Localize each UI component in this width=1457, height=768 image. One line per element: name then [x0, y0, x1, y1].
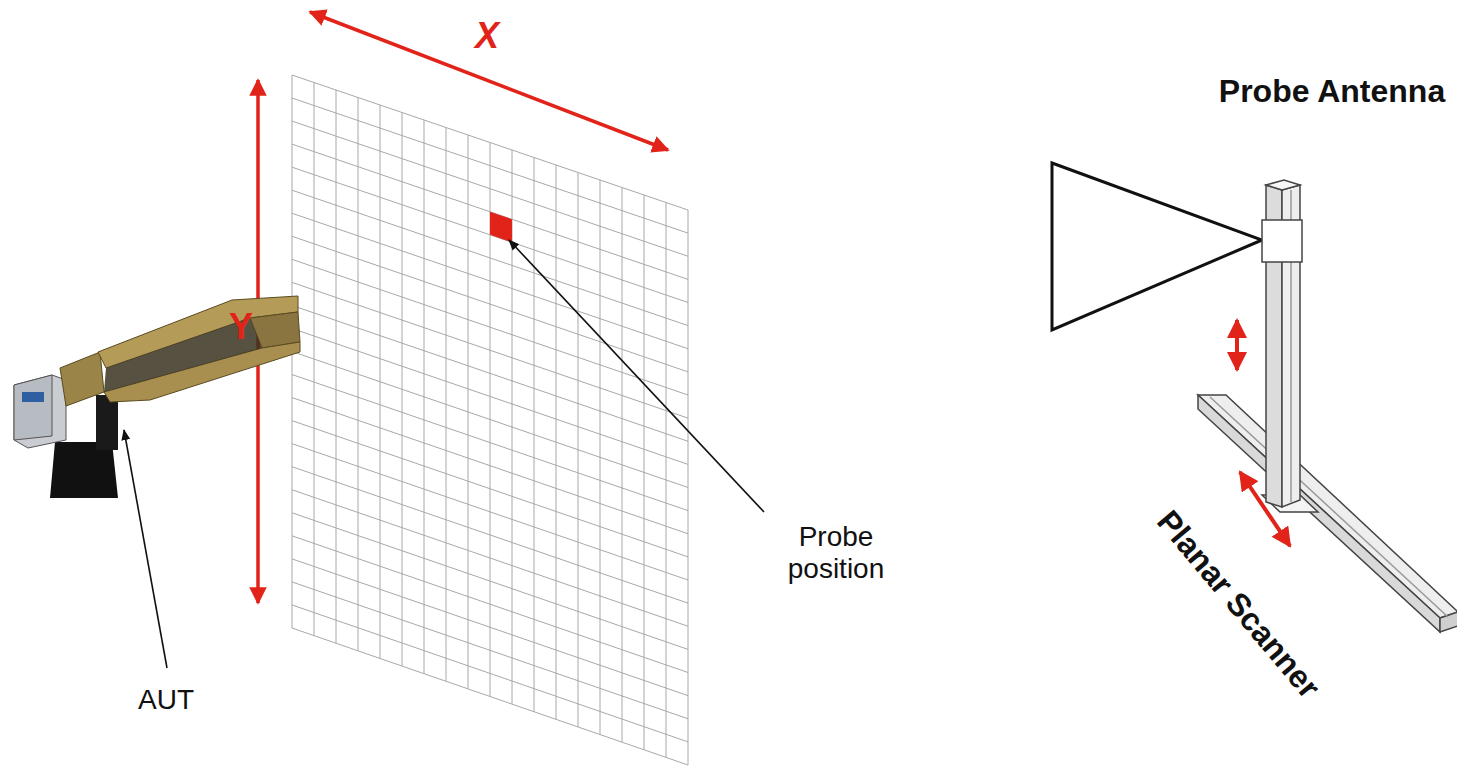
- aut-label: AUT: [138, 684, 194, 716]
- probe-position-marker: [490, 212, 512, 243]
- grid-line: [292, 259, 688, 395]
- grid-line: [292, 582, 688, 719]
- probe-antenna-label: Probe Antenna: [1219, 73, 1445, 110]
- probe-antenna-symbol: [1052, 163, 1262, 330]
- x-dimension-arrow: [310, 12, 668, 150]
- grid-line: [292, 513, 688, 650]
- x-dimension-label: X: [475, 15, 499, 56]
- grid-line: [292, 167, 688, 302]
- grid-line: [292, 75, 688, 210]
- grid-line: [292, 605, 688, 742]
- grid-line: [292, 559, 688, 696]
- planar-scanner-label: Planar Scanner: [1149, 503, 1327, 705]
- grid-line: [292, 444, 688, 580]
- grid-line: [292, 328, 688, 464]
- grid-line: [292, 398, 688, 534]
- vertical-motion-arrow: [1235, 320, 1239, 370]
- measurement-grid: [292, 75, 688, 765]
- grid-line: [292, 352, 688, 488]
- grid-line: [292, 467, 688, 603]
- grid-line: [292, 375, 688, 511]
- grid-line: [292, 190, 688, 325]
- probe-position-leader-line: [509, 240, 764, 512]
- probe-position-label: Probe position: [769, 521, 904, 585]
- y-dimension-label: Y: [229, 306, 253, 347]
- aut-leader-line: [124, 430, 167, 668]
- grid-line: [292, 421, 688, 557]
- grid-line: [292, 282, 688, 418]
- grid-line: [292, 305, 688, 441]
- horn-antenna: [14, 296, 300, 498]
- grid-line: [292, 628, 688, 765]
- horizontal-motion-arrow: [1240, 472, 1290, 546]
- grid-line: [292, 536, 688, 673]
- grid-line: [292, 490, 688, 627]
- grid-line: [292, 236, 688, 372]
- grid-line: [292, 121, 688, 256]
- grid-line: [292, 144, 688, 279]
- planar-scanner: [1198, 180, 1457, 632]
